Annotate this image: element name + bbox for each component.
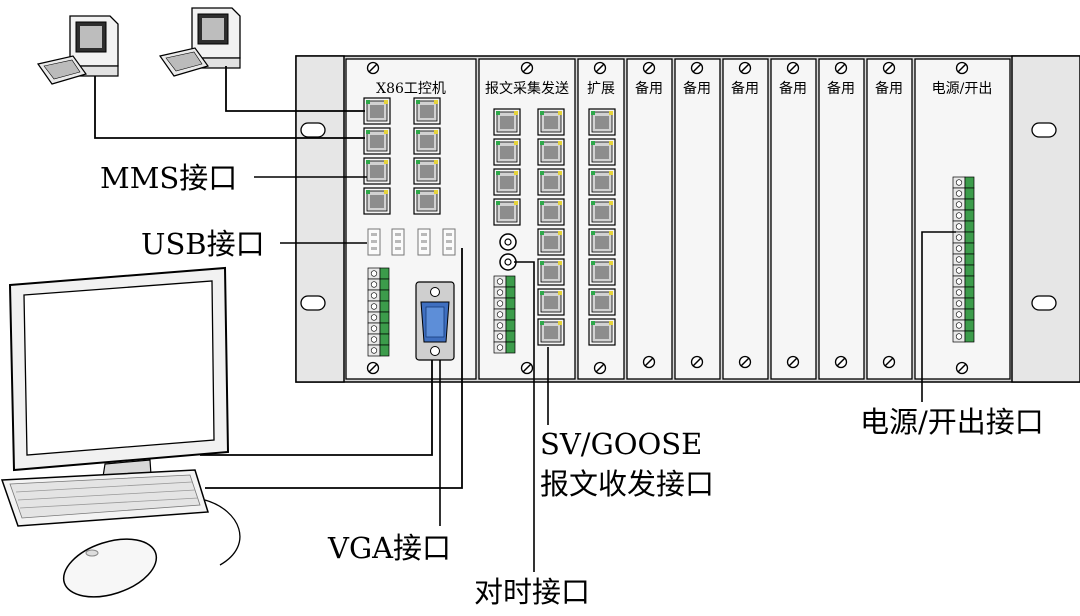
slot-label-spare4: 备用 — [779, 80, 807, 97]
mouse — [62, 499, 241, 598]
slot-label-expand: 扩展 — [587, 81, 615, 97]
msg-terminal-block — [493, 275, 516, 354]
slot-label-x86: X86工控机 — [376, 81, 446, 97]
panel-spare2 — [674, 58, 721, 380]
timing-interface-label: 对时接口 — [474, 575, 590, 609]
vga-connector — [415, 281, 455, 361]
sv-goose-label-line2: 报文收发接口 — [540, 467, 714, 501]
slot-label-spare6: 备用 — [875, 80, 903, 97]
left-rack-ear — [295, 55, 345, 383]
callout-lines — [254, 176, 956, 572]
slot-label-spare1: 备用 — [635, 80, 663, 97]
panel-spare4 — [770, 58, 817, 380]
usb-interface-label: USB接口 — [141, 227, 265, 261]
slot-label-spare2: 备用 — [683, 80, 711, 97]
sv-goose-label-line1: SV/GOOSE — [540, 427, 702, 461]
cables — [94, 66, 463, 489]
slot-label-spare3: 备用 — [731, 80, 759, 97]
slot-label-msg: 报文采集发送 — [485, 80, 569, 97]
power-terminal-block — [952, 176, 975, 343]
x86-terminal-block — [367, 267, 390, 357]
desktop-pc-right — [159, 7, 241, 77]
slot-label-power: 电源/开出 — [932, 81, 993, 97]
keyboard — [0, 469, 209, 527]
panel-spare1 — [626, 58, 673, 380]
panel-spare6 — [866, 58, 913, 380]
panel-spare3 — [722, 58, 769, 380]
power-io-interface-label: 电源/开出接口 — [860, 405, 1044, 439]
panel-spare5 — [818, 58, 865, 380]
slot-label-spare5: 备用 — [827, 80, 855, 97]
vga-interface-label: VGA接口 — [327, 531, 451, 565]
timing-ports — [499, 233, 517, 271]
desktop-pc-left — [37, 15, 119, 85]
mms-interface-label: MMS接口 — [100, 161, 237, 195]
right-rack-ear — [1011, 55, 1080, 383]
